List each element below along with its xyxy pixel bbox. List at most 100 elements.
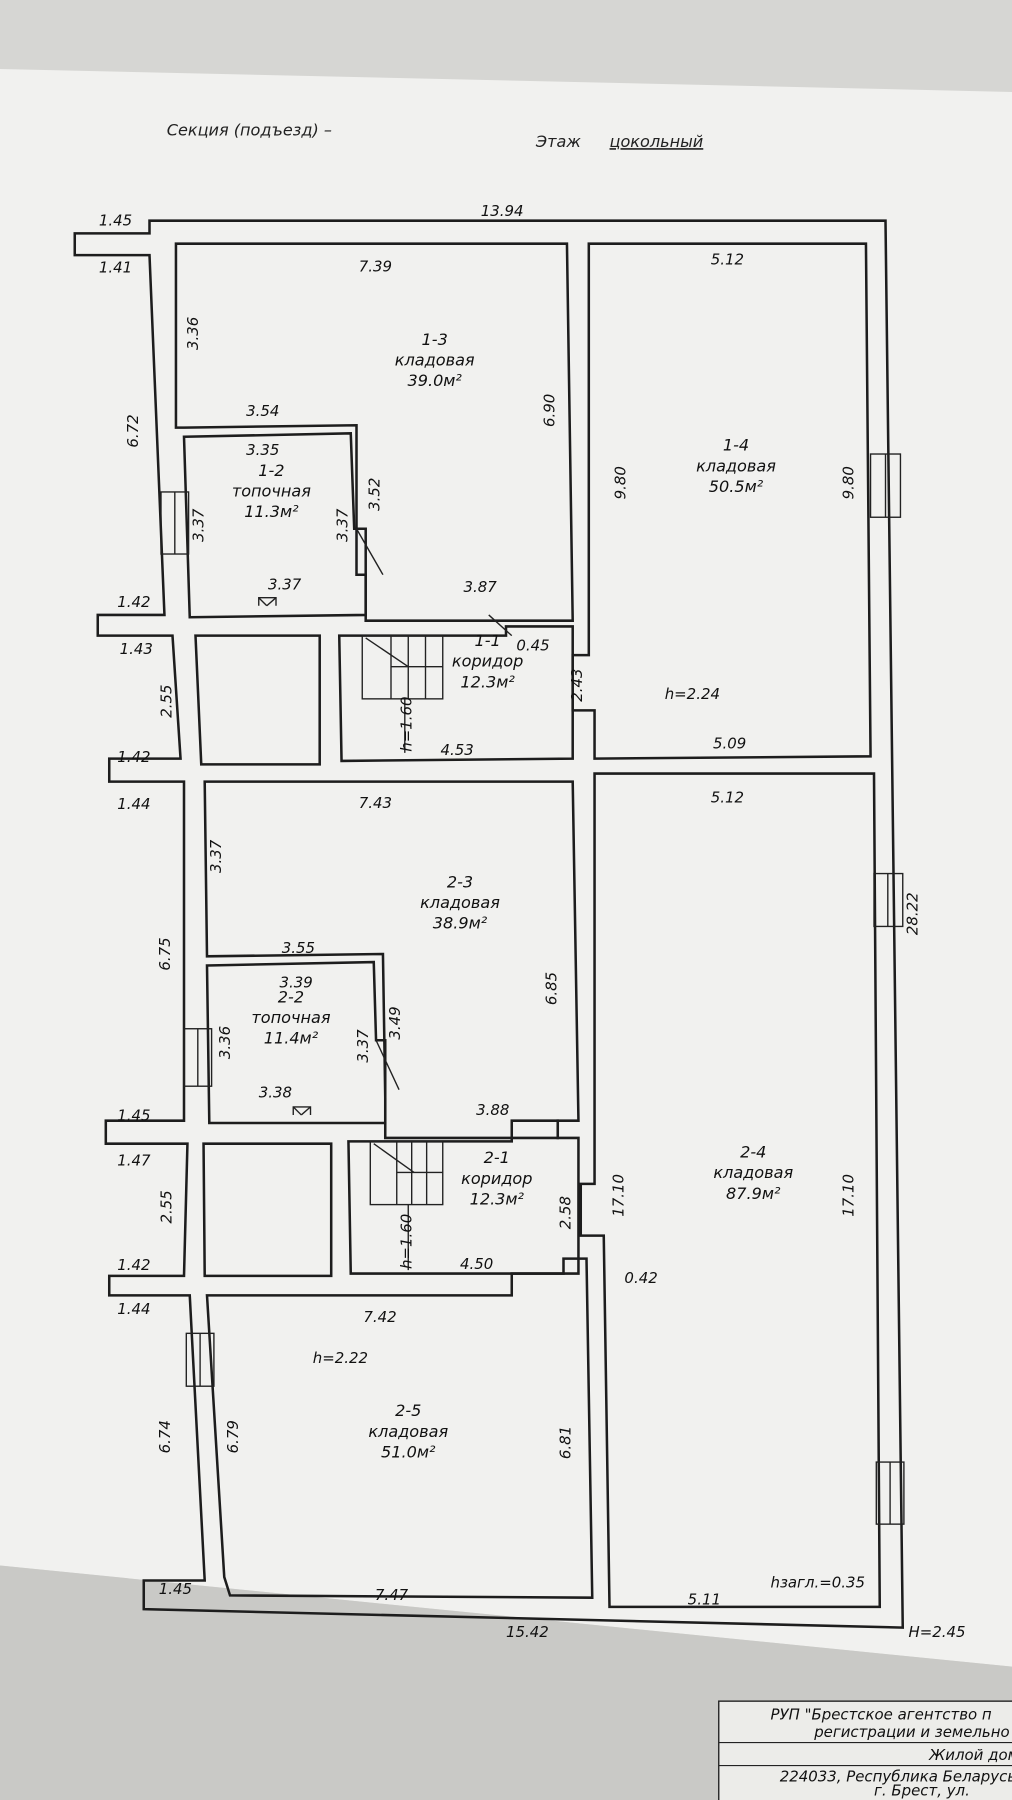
- room-area: 87.9м²: [726, 1184, 781, 1203]
- dimension-label: 13.94: [481, 202, 524, 220]
- room-labels: 1-3кладовая39.0м²1-2топочная11.3м²1-4кла…: [232, 330, 794, 1462]
- room-2-2-outline: [205, 960, 387, 1125]
- room-area: 51.0м²: [381, 1442, 436, 1461]
- dimension-label: 4.53: [440, 741, 473, 759]
- dimension-label: 1.45: [99, 211, 132, 229]
- door-icon: [355, 528, 513, 1090]
- dimension-label: 3.36: [184, 317, 202, 350]
- room-number: 1-4: [723, 436, 749, 455]
- dimension-label: 0.42: [624, 1269, 657, 1287]
- dimension-label: 3.88: [476, 1101, 509, 1119]
- room-1-2-outline: [182, 432, 367, 619]
- dimension-label: h=2.22: [313, 1349, 368, 1367]
- room-name: топочная: [251, 1008, 330, 1027]
- dimension-label: 2.58: [556, 1196, 574, 1229]
- title-block: РУП "Брестское агентство п регистрации и…: [718, 1700, 1012, 1800]
- room-number: 2-5: [395, 1401, 421, 1420]
- room-2-5-outline: [205, 1257, 594, 1599]
- dimension-label: 7.47: [375, 1586, 409, 1604]
- stamp-line: Жилой дом: [928, 1746, 1012, 1764]
- room-name: кладовая: [368, 1422, 448, 1441]
- room-area: 12.3м²: [470, 1190, 525, 1209]
- closet-1-outline: [194, 634, 321, 766]
- closet-2-outline: [202, 1142, 333, 1278]
- dimension-label: 3.37: [268, 576, 302, 594]
- dimension-label: 6.79: [224, 1420, 242, 1453]
- room-area: 50.5м²: [709, 477, 764, 496]
- room-1-3-outline: [174, 242, 574, 622]
- room-name: кладовая: [395, 351, 475, 370]
- room-number: 1-1: [474, 631, 500, 650]
- stamp-line: 224033, Республика Беларусь: [780, 1768, 1012, 1786]
- stamp-line: г. Брест, ул.: [874, 1781, 970, 1799]
- dimension-label: 1.42: [117, 593, 150, 611]
- dimension-label: h=1.60: [398, 697, 416, 752]
- dimension-label: 1.44: [117, 795, 150, 813]
- dimension-label: 6.81: [556, 1426, 574, 1459]
- dimension-label: 9.80: [839, 466, 857, 499]
- dimension-label: 3.36: [216, 1026, 234, 1059]
- dimension-label: 3.37: [333, 508, 351, 542]
- stairs-icon: [361, 634, 444, 1271]
- dimension-label: 6.75: [156, 937, 174, 970]
- dimension-label: 15.42: [506, 1623, 549, 1641]
- room-area: 39.0м²: [408, 371, 463, 390]
- corridor-2-1-outline: [347, 1119, 580, 1275]
- dimension-label: 1.43: [120, 640, 153, 658]
- dimension-label: 1.41: [99, 258, 132, 276]
- dimension-label: H=2.45: [909, 1623, 966, 1641]
- room-number: 2-3: [447, 872, 473, 891]
- dimension-label: 3.39: [279, 973, 312, 991]
- dimension-label: 3.49: [386, 1006, 404, 1039]
- dimension-label: 3.35: [246, 441, 279, 459]
- dimension-label: 9.80: [612, 466, 630, 499]
- dimension-label: 3.54: [246, 402, 279, 420]
- room-area: 11.4м²: [264, 1029, 319, 1048]
- room-name: кладовая: [713, 1163, 793, 1182]
- room-1-4-outline: [571, 242, 872, 760]
- dimension-label: 7.42: [363, 1308, 396, 1326]
- dimension-label: 1.42: [117, 748, 150, 766]
- dimension-label: 3.37: [190, 508, 208, 542]
- window-icon: [160, 453, 905, 1525]
- dimension-label: 6.74: [156, 1420, 174, 1453]
- dimension-label: 6.90: [540, 394, 558, 427]
- dimension-label: hзагл.=0.35: [771, 1573, 866, 1591]
- room-2-4-outline: [579, 772, 882, 1609]
- dimension-label: 4.50: [460, 1255, 493, 1273]
- dimension-label: 0.45: [516, 637, 549, 655]
- dimension-label: 1.42: [117, 1256, 150, 1274]
- corridor-1-1-outline: [337, 625, 574, 763]
- dimension-label: 17.10: [839, 1174, 857, 1217]
- room-name: кладовая: [420, 893, 500, 912]
- dimension-label: h=2.24: [665, 685, 720, 703]
- dimension-label: 1.45: [159, 1580, 192, 1598]
- room-number: 2-1: [484, 1148, 510, 1167]
- dimension-label: 1.44: [117, 1300, 150, 1318]
- room-2-3-outline: [203, 780, 580, 1140]
- paper-sheet: [0, 68, 1012, 1667]
- floor-label: Этаж: [535, 132, 581, 151]
- stamp-line: регистрации и земельно: [813, 1723, 1009, 1741]
- floor-value: цокольный: [610, 132, 704, 151]
- room-number: 1-3: [422, 330, 448, 349]
- room-name: топочная: [232, 482, 311, 501]
- room-name: коридор: [461, 1169, 532, 1188]
- dimension-label: 3.52: [365, 478, 383, 511]
- dimension-label: 17.10: [609, 1174, 627, 1217]
- dimension-label: 2.55: [157, 685, 175, 718]
- dimension-label: 6.72: [124, 414, 142, 447]
- dimension-label: 5.12: [711, 250, 744, 268]
- dimension-label: 5.11: [688, 1591, 721, 1609]
- stamp-line: РУП "Брестское агентство п: [771, 1706, 992, 1724]
- dimension-label: 3.37: [354, 1029, 372, 1063]
- dimension-label: 3.87: [463, 578, 497, 596]
- dimension-label: 2.43: [568, 668, 586, 701]
- dimension-label: 7.43: [359, 794, 392, 812]
- dimension-label: 6.85: [543, 972, 561, 1005]
- dimension-label: 5.09: [713, 734, 746, 752]
- room-name: кладовая: [696, 456, 776, 475]
- dimension-label: 5.12: [711, 788, 744, 806]
